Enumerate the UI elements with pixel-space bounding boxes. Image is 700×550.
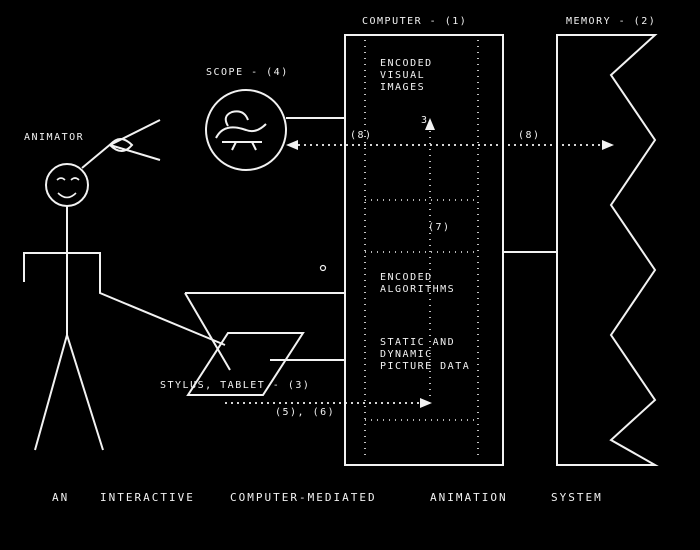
caption-word-4: ANIMATION bbox=[430, 491, 508, 504]
marker-5-6: (5), (6) bbox=[275, 407, 336, 418]
head-eye-link bbox=[81, 142, 113, 169]
scope-image-icon bbox=[215, 110, 267, 151]
scope-circle bbox=[205, 89, 287, 171]
computer-label: COMPUTER - (1) bbox=[362, 16, 468, 27]
caption-word-5: SYSTEM bbox=[551, 491, 603, 504]
stylus-tablet-label: STYLUS, TABLET - (3) bbox=[160, 380, 311, 391]
scope-label: SCOPE - (4) bbox=[206, 67, 289, 78]
animator-label: ANIMATOR bbox=[24, 132, 85, 143]
arrowhead-8-right bbox=[602, 140, 614, 150]
animator-arms bbox=[23, 252, 226, 346]
animator-smile bbox=[57, 192, 77, 199]
small-dot bbox=[319, 264, 327, 272]
caption-word-3: COMPUTER-MEDIATED bbox=[230, 491, 377, 504]
marker-8-left: (8) bbox=[350, 130, 373, 141]
static-dynamic-data: STATIC AND DYNAMIC PICTURE DATA bbox=[380, 337, 471, 372]
animator-eye bbox=[109, 119, 161, 161]
encoded-algorithms: ENCODED ALGORITHMS bbox=[380, 272, 456, 295]
marker-8-right: (8) bbox=[518, 130, 541, 141]
caption-word-1: AN bbox=[52, 491, 70, 504]
animator-legs bbox=[34, 331, 104, 451]
memory-label: MEMORY - (2) bbox=[566, 16, 657, 27]
caption-word-2: INTERACTIVE bbox=[100, 491, 195, 504]
stylus bbox=[184, 292, 345, 371]
computer-box bbox=[344, 34, 504, 466]
animator-eyes bbox=[56, 177, 80, 181]
arrowhead-7-up bbox=[425, 118, 435, 130]
arrowhead-8-left bbox=[286, 140, 298, 150]
marker-3: 3 bbox=[421, 115, 429, 126]
tablet-parallelogram bbox=[186, 332, 305, 396]
memory-box bbox=[556, 34, 659, 466]
marker-7: (7) bbox=[428, 222, 451, 233]
arrowhead-5-6 bbox=[420, 398, 432, 408]
animator-head bbox=[45, 163, 89, 207]
encoded-visual-images: ENCODED VISUAL IMAGES bbox=[380, 58, 433, 93]
